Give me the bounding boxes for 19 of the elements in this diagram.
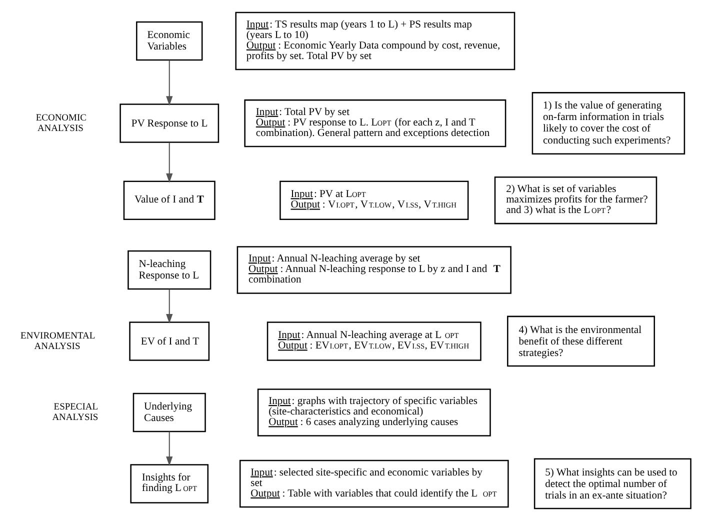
- node-box: EV of I and T: [129, 322, 210, 361]
- label: ESPECIAL ANALYSIS: [52, 402, 98, 424]
- node-box: Value of I and T: [123, 180, 216, 220]
- node-box: Economic Variables: [136, 21, 203, 61]
- node-box: Underlying Causes: [132, 392, 206, 432]
- node-box: Input: graphs with trajectory of specific variables (site-characteristics and economical) Output: 6 cases analyzing underlying causes: [257, 388, 491, 436]
- arrow: [166, 60, 173, 106]
- node-box: N-leaching Response to L: [128, 250, 212, 290]
- arrow: [166, 289, 173, 324]
- node-box: 5) What insights can be used to detect the optimal number of trials in an ex-ante situation?: [534, 458, 692, 510]
- label: ENVIROMENTAL ANALYSIS: [20, 331, 96, 352]
- node-box: Input: TS results map (years 1 to L) + PS results map (years L to 10) Output: Economic Yearly Data compound by cost, revenue, profits by set. Total PV by set: [235, 12, 516, 70]
- node-box: 1) Is the value of generating on-farm information in trials likely to cover the cost of conducting such experiments?: [532, 92, 686, 155]
- arrow: [166, 432, 173, 466]
- node-box: PV Response to L: [120, 104, 220, 143]
- arrow: [166, 142, 173, 183]
- node-box: Input: Annual N-leaching average by set Output: Annual N-leaching response to L by z and I and T combination: [236, 246, 512, 294]
- node-box: 4) What is the environmental benefit of these different strategies?: [507, 316, 655, 367]
- label: ECONOMIC ANALYSIS: [36, 113, 86, 134]
